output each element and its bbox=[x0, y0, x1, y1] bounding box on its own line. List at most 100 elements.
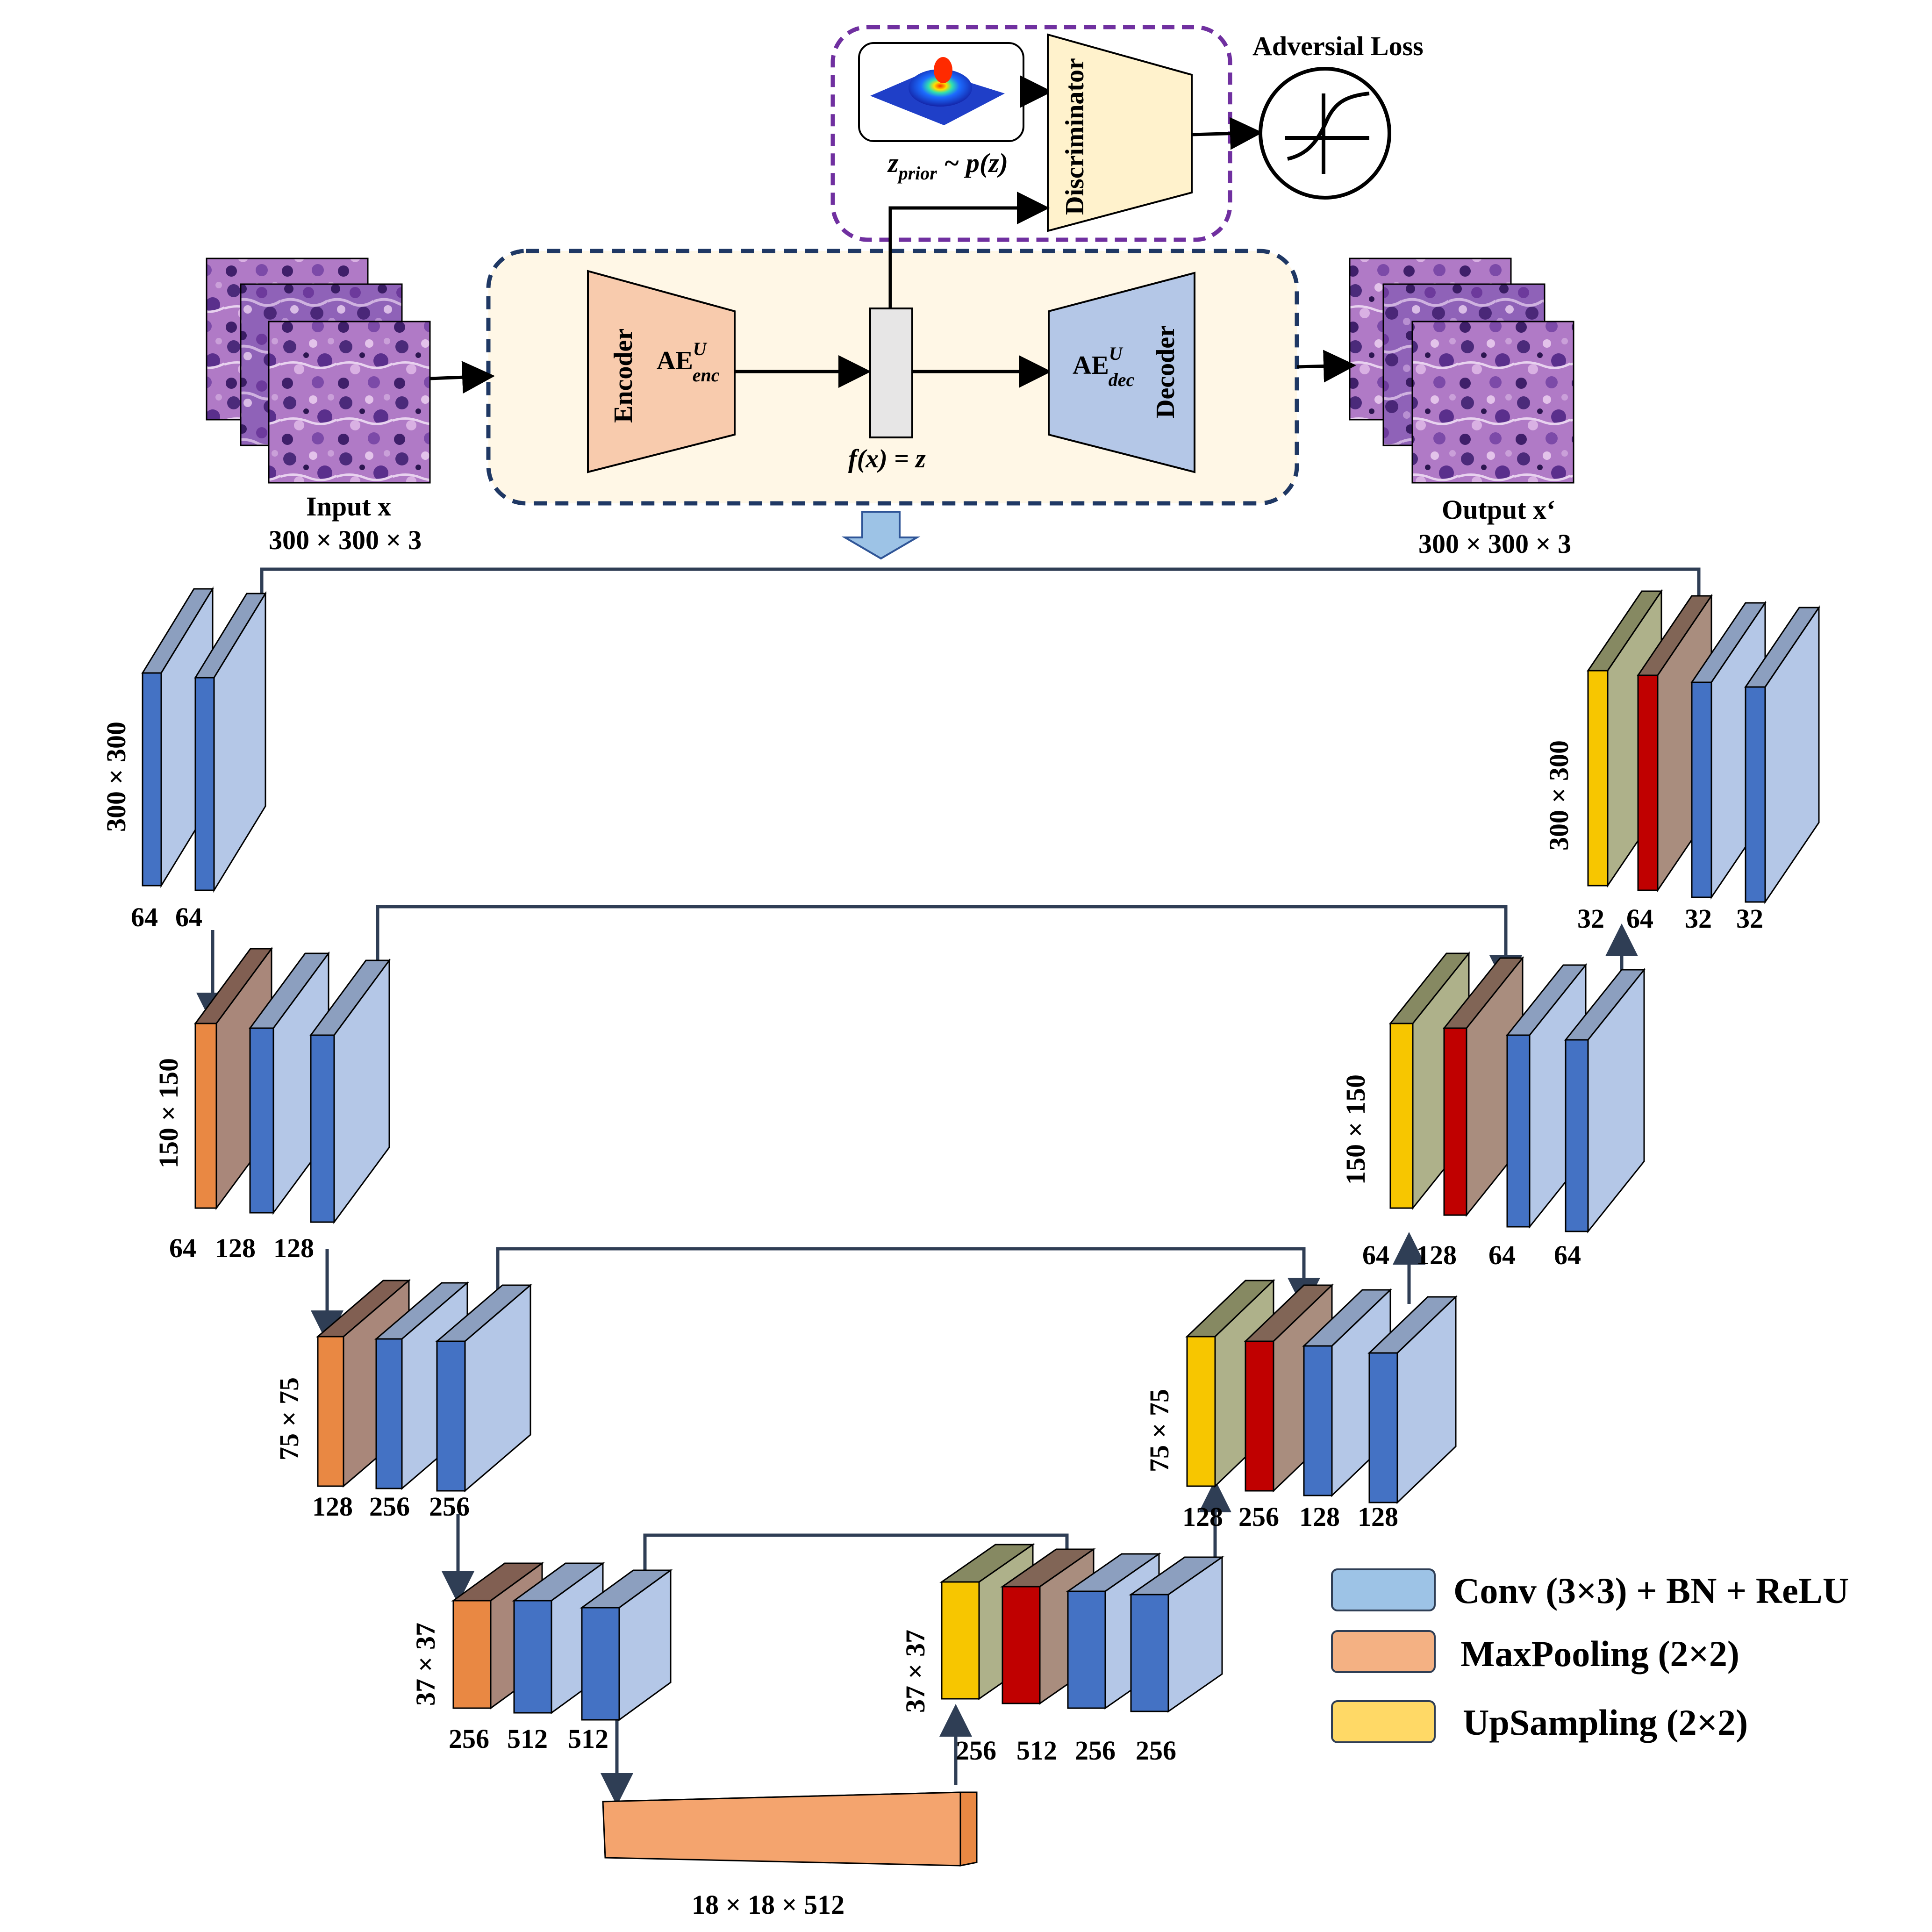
legend-label-conv: Conv (3×3) + BN + ReLU bbox=[1453, 1570, 1849, 1611]
expand-to-unet-arrow bbox=[841, 511, 921, 560]
dec4-block-1-front bbox=[941, 1581, 980, 1700]
output-image-stack bbox=[1349, 258, 1574, 484]
legend-swatch-pool bbox=[1331, 1630, 1436, 1673]
ch-dec3-2: 128 bbox=[1299, 1502, 1340, 1532]
ch-enc3-1: 256 bbox=[369, 1491, 410, 1522]
discriminator-to-loss-arrow bbox=[1191, 117, 1263, 150]
dec1-block-2-front bbox=[1637, 674, 1659, 891]
dec1-block-3-front bbox=[1691, 681, 1712, 898]
legend-swatch-conv bbox=[1331, 1568, 1436, 1611]
ch-enc2-1: 128 bbox=[215, 1233, 256, 1263]
input-dims: 300 × 300 × 3 bbox=[269, 525, 422, 555]
enc3-block-2-front bbox=[375, 1338, 403, 1489]
channel-labels: 64 64 64 128 128 128 256 256 256 512 512… bbox=[131, 902, 1763, 1766]
legend-swatch-up bbox=[1331, 1700, 1436, 1743]
legend-label-up: UpSampling (2×2) bbox=[1463, 1702, 1748, 1743]
res-label-enc2: 150 × 150 bbox=[153, 1058, 184, 1168]
res-label-dec3: 75 × 75 bbox=[1144, 1389, 1174, 1472]
output-arrow bbox=[1296, 350, 1356, 383]
dec4-block-3-front bbox=[1067, 1590, 1106, 1709]
ch-dec4-1: 512 bbox=[1016, 1735, 1057, 1766]
ch-enc4-2: 512 bbox=[568, 1724, 608, 1754]
res-label-dec2: 150 × 150 bbox=[1340, 1074, 1371, 1185]
output-dims: 300 × 300 × 3 bbox=[1418, 529, 1571, 559]
dec4-block-2-front bbox=[1002, 1586, 1041, 1704]
ch-dec3-3: 128 bbox=[1358, 1502, 1398, 1532]
ch-dec4-0: 256 bbox=[956, 1735, 996, 1766]
res-label-dec4: 37 × 37 bbox=[900, 1630, 930, 1713]
sigmoid-loss-icon bbox=[1259, 67, 1391, 200]
ch-dec4-3: 256 bbox=[1136, 1735, 1176, 1766]
discriminator-label: Discriminator bbox=[1060, 58, 1089, 215]
level-arrows bbox=[196, 923, 1638, 1806]
unet-blocks bbox=[141, 586, 1820, 1721]
enc2-block-1-front bbox=[194, 1023, 217, 1209]
input-label: Input x bbox=[306, 491, 391, 522]
res-label-dec1: 300 × 300 bbox=[1544, 740, 1574, 851]
dec3-block-3-front bbox=[1303, 1345, 1333, 1496]
input-image-stack bbox=[206, 258, 431, 484]
ch-enc1-0: 64 bbox=[131, 902, 158, 932]
enc2-block-3-front bbox=[310, 1034, 335, 1223]
decoder-label: Decoder bbox=[1151, 325, 1180, 418]
ch-enc2-2: 128 bbox=[273, 1233, 314, 1263]
dec2-block-2-front bbox=[1443, 1027, 1467, 1216]
encoder-label: Encoder bbox=[609, 329, 638, 423]
input-arrow bbox=[429, 361, 495, 394]
encoder-block bbox=[587, 270, 736, 473]
dec1-block-1-front bbox=[1587, 670, 1609, 887]
adversarial-loss-title: Adversial Loss bbox=[1252, 31, 1424, 61]
ch-dec1-0: 32 bbox=[1577, 903, 1604, 934]
bottleneck-label: 18 × 18 × 512 bbox=[692, 1889, 844, 1920]
discriminator-block bbox=[1047, 33, 1193, 232]
ch-dec1-1: 64 bbox=[1626, 903, 1653, 934]
res-label-enc4: 37 × 37 bbox=[410, 1623, 441, 1706]
dec2-block-3-front bbox=[1506, 1034, 1531, 1228]
ch-dec2-0: 64 bbox=[1362, 1240, 1389, 1270]
res-label-enc1: 300 × 300 bbox=[101, 722, 131, 832]
decoder-block bbox=[1048, 272, 1195, 473]
ch-enc4-1: 512 bbox=[507, 1724, 548, 1754]
ch-dec2-3: 64 bbox=[1554, 1240, 1581, 1270]
ch-enc1-1: 64 bbox=[175, 902, 202, 932]
gaussian-surface-icon bbox=[870, 57, 1005, 125]
enc4-block-3-front bbox=[581, 1607, 620, 1721]
ch-enc2-0: 64 bbox=[169, 1233, 196, 1263]
dec3-block-2-front bbox=[1245, 1340, 1274, 1492]
enc2-block-2-front bbox=[249, 1027, 274, 1214]
latent-to-discriminator-connector bbox=[888, 192, 1050, 308]
ch-enc3-2: 256 bbox=[429, 1491, 470, 1522]
ch-dec2-1: 128 bbox=[1416, 1240, 1457, 1270]
dec2-block-4-front bbox=[1565, 1039, 1589, 1232]
dec1-block-4-front bbox=[1745, 686, 1766, 903]
dec3-block-1-front bbox=[1186, 1336, 1216, 1487]
ch-enc4-0: 256 bbox=[449, 1724, 489, 1754]
legend: Conv (3×3) + BN + ReLU MaxPooling (2×2) … bbox=[1331, 1568, 1849, 1743]
latent-vector bbox=[869, 308, 913, 438]
ch-dec3-0: 128 bbox=[1182, 1502, 1223, 1532]
prior-label: zprior ~ p(z) bbox=[887, 148, 1008, 184]
dec3-block-4-front bbox=[1368, 1352, 1398, 1503]
latent-label: f(x) = z bbox=[848, 444, 926, 473]
ch-enc3-0: 128 bbox=[312, 1491, 353, 1522]
ch-dec2-2: 64 bbox=[1488, 1240, 1516, 1270]
ch-dec3-1: 256 bbox=[1238, 1502, 1279, 1532]
enc4-block-1-front bbox=[452, 1600, 492, 1709]
res-label-enc3: 75 × 75 bbox=[274, 1377, 304, 1460]
enc4-block-2-front bbox=[513, 1600, 552, 1714]
ch-dec1-2: 32 bbox=[1685, 903, 1712, 934]
ch-dec4-2: 256 bbox=[1075, 1735, 1116, 1766]
enc1-block-1-front bbox=[142, 672, 162, 887]
ch-dec1-3: 32 bbox=[1736, 903, 1763, 934]
enc1-block-2-front bbox=[194, 677, 215, 891]
enc3-block-3-front bbox=[436, 1340, 466, 1492]
dec2-block-1-front bbox=[1389, 1023, 1414, 1209]
enc3-block-1-front bbox=[317, 1336, 344, 1487]
dec4-block-4-front bbox=[1130, 1594, 1169, 1712]
legend-label-pool: MaxPooling (2×2) bbox=[1460, 1633, 1739, 1674]
bottleneck-block bbox=[602, 1791, 978, 1867]
output-label: Output x‘ bbox=[1442, 494, 1555, 525]
